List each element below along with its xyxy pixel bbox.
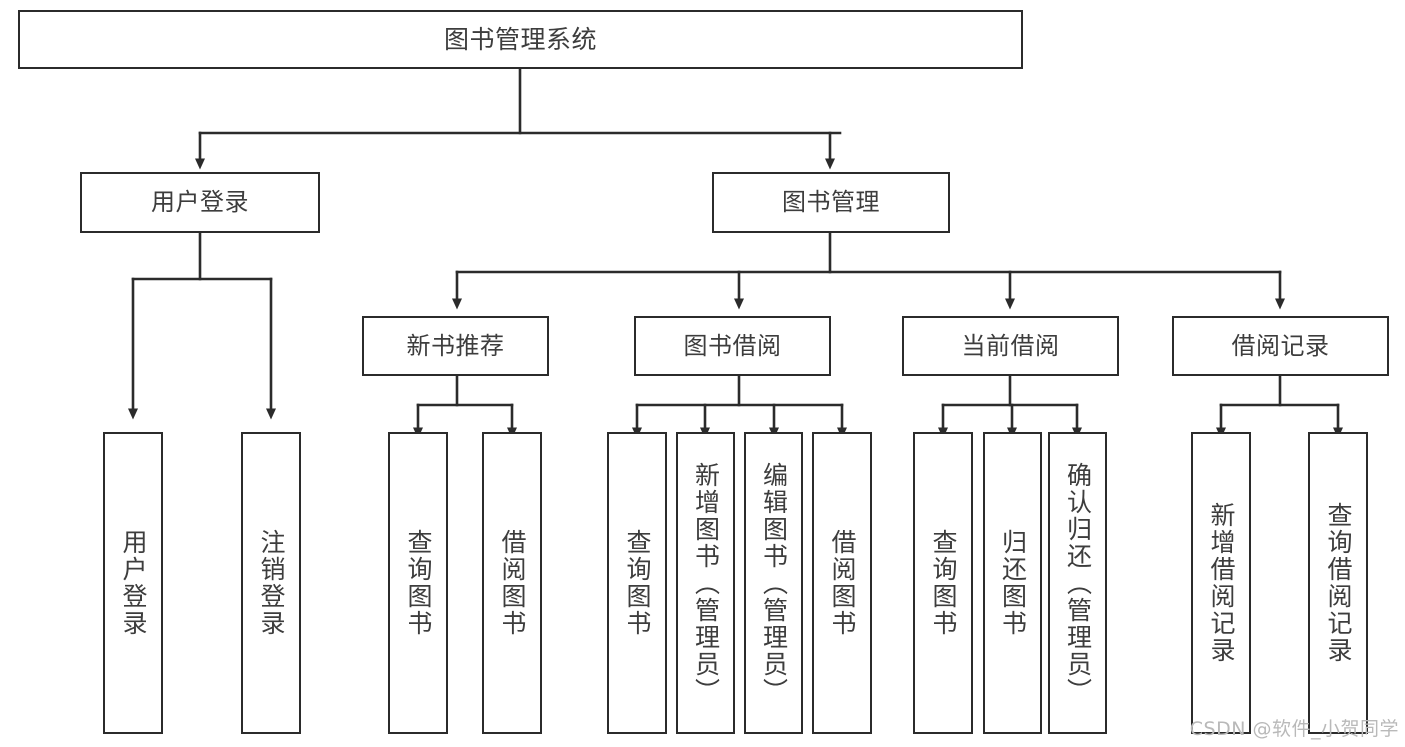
leaf-current-borrow-query[interactable]: 查询图书: [913, 432, 973, 734]
leaf-label: 用户登录: [119, 529, 148, 637]
leaf-label: 查询借阅记录: [1324, 502, 1353, 664]
leaf-label: 新增图书（管理员）: [691, 461, 721, 705]
node-user-login-label: 用户登录: [151, 188, 249, 217]
leaf-borrow-book-borrow[interactable]: 借阅图书: [812, 432, 872, 734]
leaf-label: 查询图书: [623, 529, 652, 637]
leaf-label: 编辑图书（管理员）: [759, 461, 789, 705]
node-user-login[interactable]: 用户登录: [80, 172, 320, 233]
leaf-user-login-logout[interactable]: 注销登录: [241, 432, 301, 734]
node-current-borrow-label: 当前借阅: [961, 331, 1060, 360]
node-borrow-book[interactable]: 图书借阅: [634, 316, 831, 376]
leaf-borrow-book-query[interactable]: 查询图书: [607, 432, 667, 734]
leaf-borrow-record-add[interactable]: 新增借阅记录: [1191, 432, 1251, 734]
leaf-label: 查询图书: [929, 529, 958, 637]
leaf-user-login-login[interactable]: 用户登录: [103, 432, 163, 734]
node-root[interactable]: 图书管理系统: [18, 10, 1023, 69]
node-root-label: 图书管理系统: [443, 24, 597, 54]
node-borrow-book-label: 图书借阅: [683, 331, 782, 360]
leaf-borrow-book-edit[interactable]: 编辑图书（管理员）: [744, 432, 803, 734]
leaf-current-borrow-confirm[interactable]: 确认归还（管理员）: [1048, 432, 1107, 734]
leaf-label: 注销登录: [257, 529, 286, 637]
leaf-borrow-book-add[interactable]: 新增图书（管理员）: [676, 432, 735, 734]
leaf-label: 确认归还（管理员）: [1063, 461, 1093, 705]
leaf-label: 借阅图书: [498, 529, 527, 637]
node-borrow-record-label: 借阅记录: [1231, 331, 1330, 360]
leaf-label: 查询图书: [404, 529, 433, 637]
leaf-label: 新增借阅记录: [1207, 502, 1236, 664]
leaf-new-book-borrow[interactable]: 借阅图书: [482, 432, 542, 734]
node-new-book[interactable]: 新书推荐: [362, 316, 549, 376]
node-new-book-label: 新书推荐: [406, 331, 505, 360]
leaf-borrow-record-query[interactable]: 查询借阅记录: [1308, 432, 1368, 734]
leaf-current-borrow-return[interactable]: 归还图书: [983, 432, 1042, 734]
leaf-new-book-query[interactable]: 查询图书: [388, 432, 448, 734]
leaf-label: 借阅图书: [828, 529, 857, 637]
node-borrow-record[interactable]: 借阅记录: [1172, 316, 1389, 376]
node-book-manage-label: 图书管理: [782, 188, 880, 217]
leaf-label: 归还图书: [998, 529, 1028, 637]
watermark: CSDN @软件_小贺同学: [1189, 718, 1399, 740]
node-book-manage[interactable]: 图书管理: [712, 172, 950, 233]
node-current-borrow[interactable]: 当前借阅: [902, 316, 1119, 376]
